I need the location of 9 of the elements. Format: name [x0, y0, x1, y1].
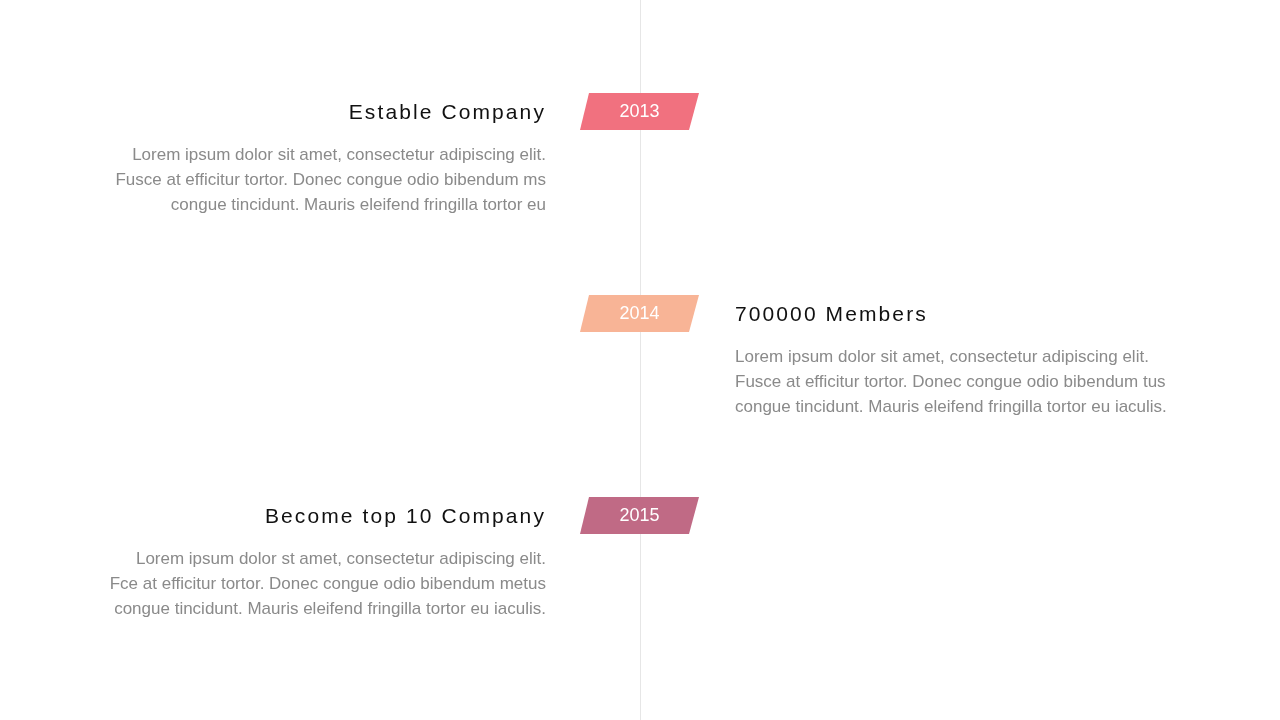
milestone-title: Become top 10 Company	[264, 503, 546, 529]
year-tag: 2013	[580, 93, 699, 130]
milestone-description: Lorem ipsum dolor sit amet, consectetur adipiscing elit. Fusce at efficitur tortor. Donec congue odio bibendum ms congue tincidunt. Mauris eleifend fringilla tortor eu	[114, 144, 546, 216]
milestone-title: 700000 Members	[735, 301, 928, 327]
milestone-description: Lorem ipsum dolor st amet, consectetur adipiscing elit. Fce at efficitur tortor. Donec congue odio bibendum metus congue tincidunt. Mauris eleifend fringilla tortor eu iaculis.	[108, 548, 546, 620]
year-tag: 2014	[580, 295, 699, 332]
year-tag: 2015	[580, 497, 699, 534]
milestone-description: Lorem ipsum dolor sit amet, consectetur adipiscing elit. Fusce at efficitur tortor. Donec congue odio bibendum tus congue tincidunt. Mauris eleifend fringilla tortor eu iaculis.	[735, 346, 1168, 418]
milestone-title: Estable Company	[348, 99, 546, 125]
